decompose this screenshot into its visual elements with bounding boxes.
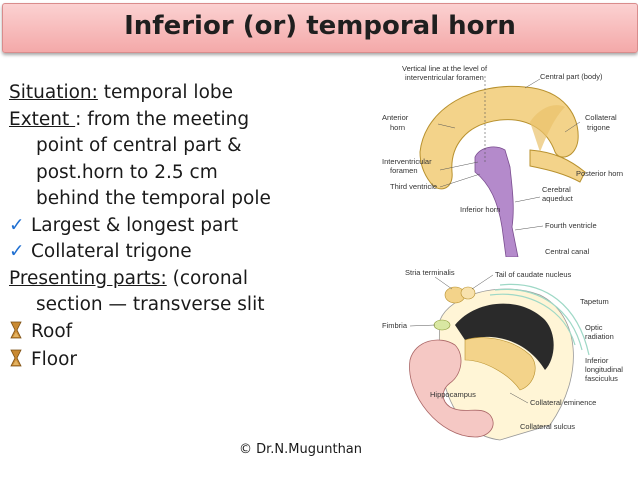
slide-body: Situation: temporal lobe Extent : from t… bbox=[9, 80, 309, 376]
checkmark-icon: ✓ bbox=[9, 241, 25, 262]
label-collateral-sulcus: Collateral sulcus bbox=[520, 422, 575, 431]
label-interventricular-1: interventricular foramen bbox=[405, 73, 484, 82]
label-posterior-horn: Posterior horn bbox=[576, 169, 623, 178]
bullet-text-roof: Roof bbox=[31, 320, 73, 342]
label-longitudinal: longitudinal bbox=[585, 365, 623, 374]
label-collateral: Collateral bbox=[585, 113, 617, 122]
label-vertical-line: Vertical line at the level of bbox=[402, 64, 488, 73]
text-line-section: section — transverse slit bbox=[36, 294, 265, 315]
title-banner: Inferior (or) temporal horn bbox=[2, 3, 638, 53]
check-item-largest: ✓ Largest & longest part bbox=[9, 213, 309, 240]
label-hippocampus: Hippocampus bbox=[430, 390, 476, 399]
page-title: Inferior (or) temporal horn bbox=[124, 11, 516, 41]
label-central-part: Central part (body) bbox=[540, 72, 603, 81]
label-interventricular-2: Interventricular bbox=[382, 157, 432, 166]
label-foramen: foramen bbox=[390, 166, 418, 175]
check-item-text: Collateral trigone bbox=[31, 241, 192, 262]
label-aqueduct: aqueduct bbox=[542, 194, 574, 203]
check-item-trigone: ✓ Collateral trigone bbox=[9, 239, 309, 266]
label-fasciculus: fasciculus bbox=[585, 374, 618, 383]
coronal-section-diagram: Stria terminalis Tail of caudate nucleus… bbox=[382, 268, 623, 441]
label-fimbria: Fimbria bbox=[382, 321, 408, 330]
label-collateral-eminence: Collateral eminence bbox=[530, 398, 596, 407]
bullet-text-floor: Floor bbox=[31, 349, 78, 370]
text-line-presenting: Presenting parts: (coronal bbox=[9, 266, 309, 293]
label-cerebral: Cerebral bbox=[542, 185, 571, 194]
label-anterior: Anterior bbox=[382, 113, 409, 122]
text-line-extent-4: behind the temporal pole bbox=[36, 188, 271, 209]
hourglass-bullet-icon bbox=[9, 349, 31, 376]
hourglass-bullet-icon bbox=[9, 321, 31, 348]
check-item-text: Largest & longest part bbox=[31, 214, 239, 236]
presenting-value: (coronal bbox=[166, 267, 249, 289]
label-situation: Situation: bbox=[9, 82, 98, 103]
label-third-ventricle: Third ventricle bbox=[390, 182, 437, 191]
label-tail-caudate: Tail of caudate nucleus bbox=[495, 270, 572, 279]
label-radiation: radiation bbox=[585, 332, 614, 341]
text-line-extent-3: post.horn to 2.5 cm bbox=[36, 161, 218, 183]
checkmark-icon: ✓ bbox=[9, 214, 25, 236]
label-stria-terminalis: Stria terminalis bbox=[405, 268, 455, 277]
label-horn: horn bbox=[390, 123, 405, 132]
label-presenting-parts: Presenting parts: bbox=[9, 267, 167, 289]
text-line-extent: Extent : from the meeting bbox=[9, 107, 309, 134]
lateral-ventricle-diagram: Vertical line at the level of interventr… bbox=[382, 64, 623, 257]
label-fourth-ventricle: Fourth ventricle bbox=[545, 221, 597, 230]
text-line-situation: Situation: temporal lobe bbox=[9, 80, 309, 107]
label-trigone: trigone bbox=[587, 123, 610, 132]
label-central-canal: Central canal bbox=[545, 247, 590, 256]
label-inferior-horn: Inferior horn bbox=[460, 205, 500, 214]
credit-text: © Dr.N.Mugunthan bbox=[239, 442, 363, 457]
bullet-item-floor: Floor bbox=[9, 347, 309, 376]
bullet-item-roof: Roof bbox=[9, 319, 309, 348]
situation-value: temporal lobe bbox=[97, 82, 234, 103]
extent-value: : from the meeting bbox=[75, 108, 250, 130]
label-optic: Optic bbox=[585, 323, 603, 332]
label-tapetum: Tapetum bbox=[580, 297, 609, 306]
label-extent: Extent bbox=[9, 108, 76, 130]
label-inferior: Inferior bbox=[585, 356, 609, 365]
text-line-extent-2: point of central part & bbox=[36, 135, 242, 156]
